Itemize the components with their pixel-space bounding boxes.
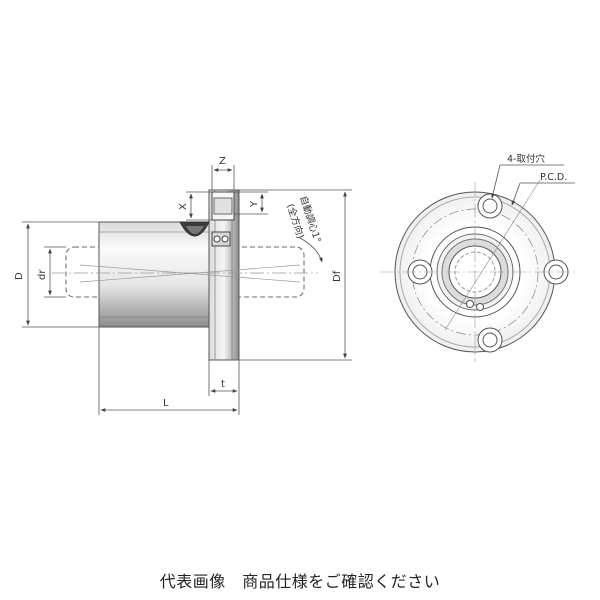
dim-dr: dr	[37, 269, 48, 280]
holes-label: 4-取付穴	[507, 153, 545, 165]
dim-L: L	[163, 398, 169, 409]
dim-Df: Df	[332, 270, 343, 282]
dim-Y: Y	[249, 200, 260, 208]
front-view	[380, 179, 575, 362]
side-dimensions	[22, 165, 352, 415]
caption-representative-image: 代表画像 商品仕様をご確認ください	[159, 572, 441, 591]
dim-Z: Z	[219, 156, 226, 167]
dim-D: D	[14, 272, 25, 280]
dim-X: X	[178, 203, 189, 210]
retaining-ring	[211, 231, 231, 247]
dim-t: t	[221, 379, 225, 390]
front-leaders	[491, 164, 575, 206]
shaft-outline	[65, 246, 305, 298]
pcd-label: P.C.D.	[540, 172, 567, 183]
bearing-body	[98, 221, 210, 328]
side-view	[52, 189, 318, 361]
